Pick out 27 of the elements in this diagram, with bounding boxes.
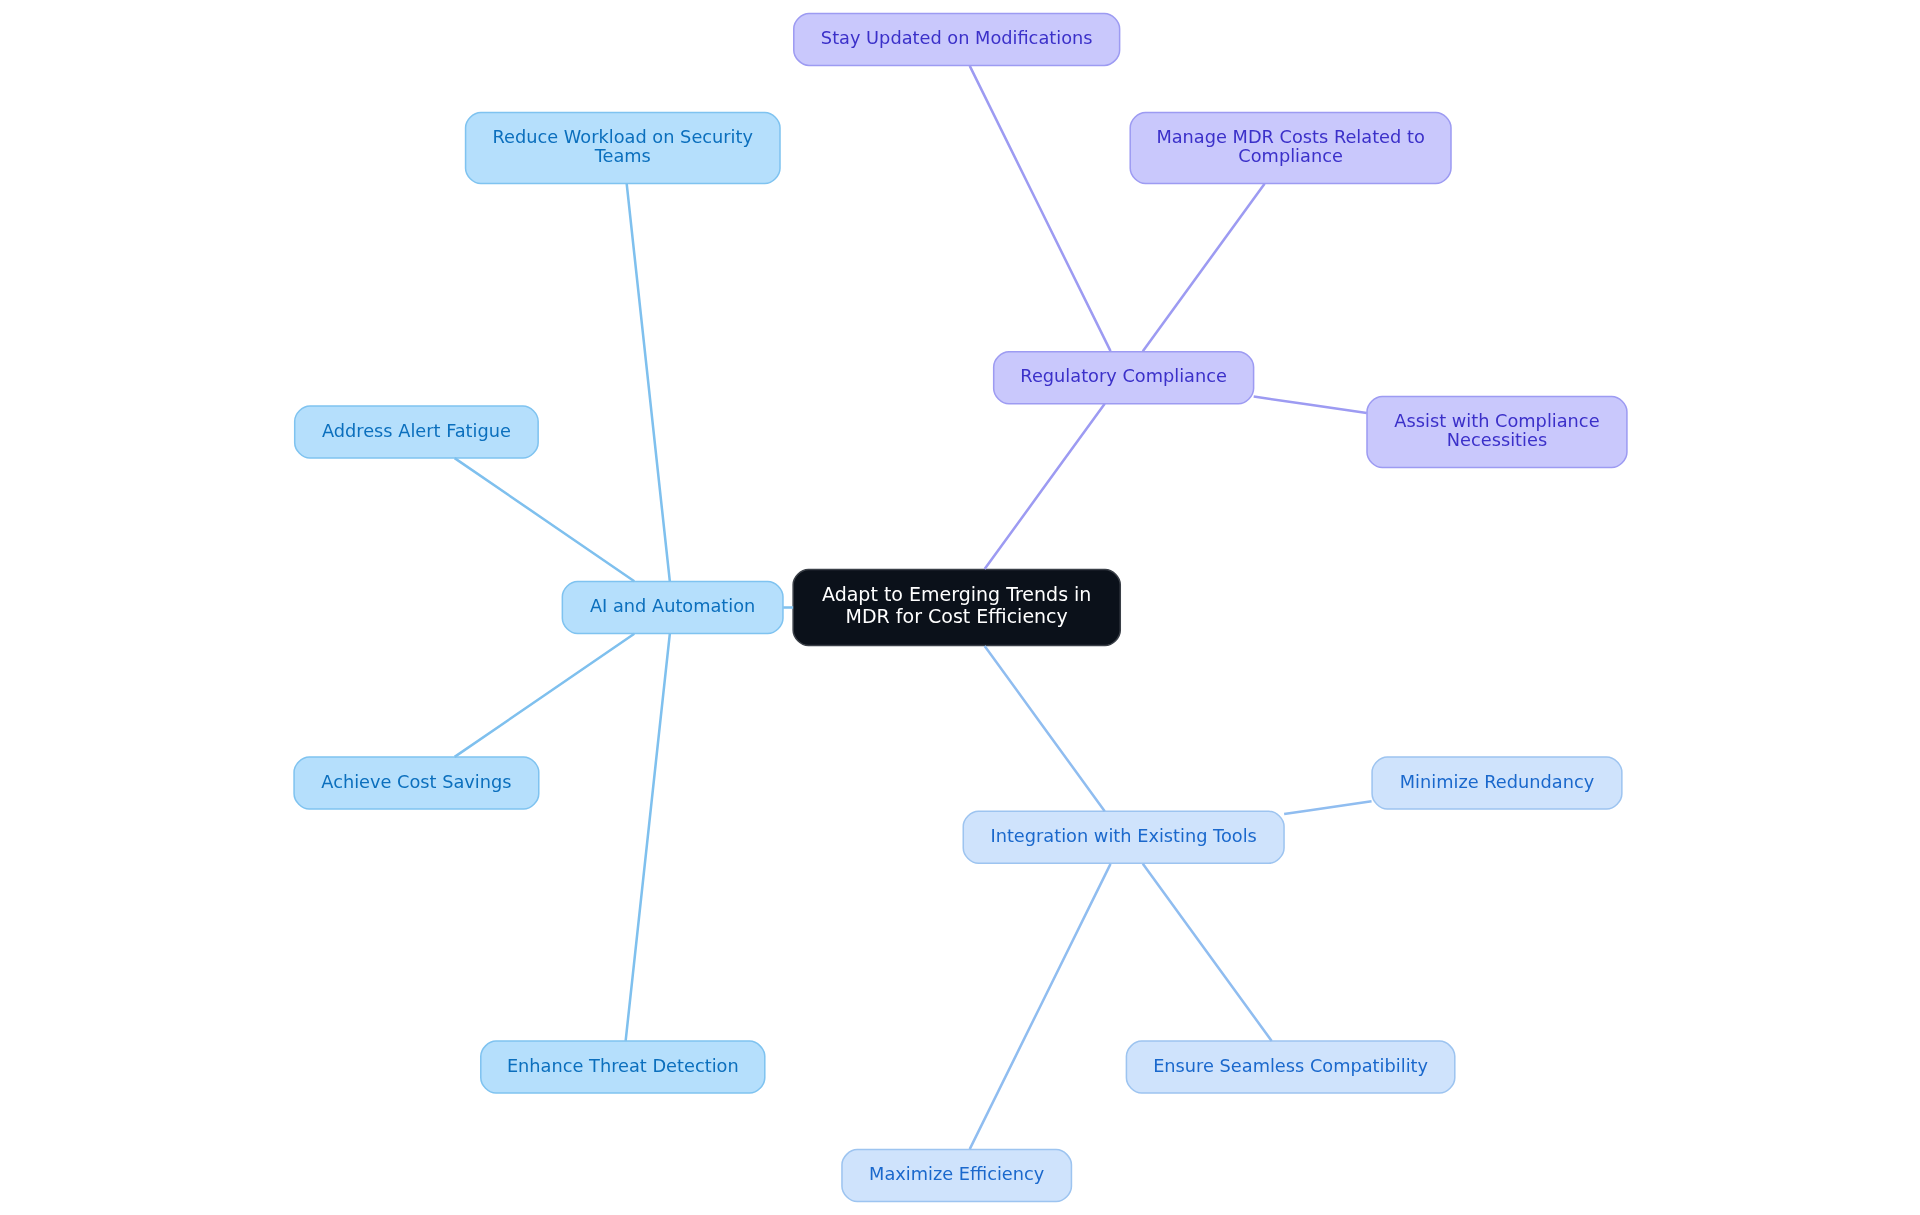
node-box: Address Alert Fatigue (293, 405, 539, 459)
node-box: Ensure Seamless Compatibility (1125, 1040, 1456, 1094)
node-box: AI and Automation (561, 580, 784, 635)
node-box: Reduce Workload on Security Teams (464, 111, 781, 185)
node-box: Enhance Threat Detection (479, 1040, 766, 1094)
node-box: Integration with Existing Tools (962, 810, 1285, 865)
connector (624, 183, 671, 582)
node-box: Assist with Compliance Necessities (1365, 395, 1628, 469)
node-box: Maximize Efficiency (840, 1148, 1072, 1203)
node-box: Regulatory Compliance (992, 350, 1254, 405)
connector (453, 457, 635, 583)
node-box: Stay Updated on Modifications (792, 12, 1120, 67)
connector (983, 645, 1106, 812)
connector (1141, 862, 1273, 1042)
connector (623, 633, 671, 1041)
node-box: Adapt to Emerging Trends in MDR for Cost Efficiency (791, 568, 1121, 647)
node-box: Minimize Redundancy (1370, 756, 1623, 810)
connector (968, 863, 1112, 1150)
connector (453, 632, 635, 758)
connector (782, 606, 793, 609)
node-box: Achieve Cost Savings (292, 756, 540, 810)
connector (1253, 395, 1367, 415)
connector (1283, 800, 1372, 816)
connector (1141, 183, 1266, 353)
connector (968, 65, 1112, 352)
connector (983, 403, 1106, 570)
node-box: Manage MDR Costs Related to Compliance (1128, 111, 1452, 185)
